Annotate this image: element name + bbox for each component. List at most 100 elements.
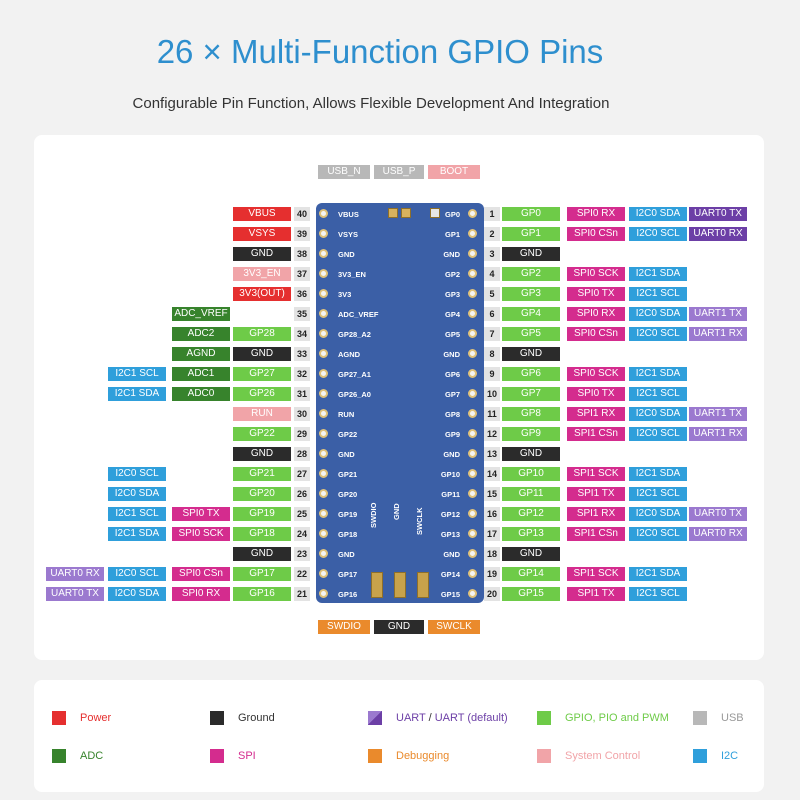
- board-pin-label: GP4: [444, 310, 460, 319]
- pin-number: 16: [484, 507, 500, 521]
- pin-function-label: GP21: [233, 467, 291, 481]
- pin-hole: [319, 229, 328, 238]
- pin-hole: [319, 569, 328, 578]
- legend-label: ADC: [80, 750, 104, 762]
- swclk-connector: [417, 572, 429, 598]
- pin-function-label: SPI1 RX: [567, 507, 625, 521]
- pin-function-label: UART1 RX: [689, 327, 747, 341]
- pin-function-label: GP27: [233, 367, 291, 381]
- pin-function-label: I2C0 SDA: [629, 207, 687, 221]
- pin-hole: [319, 469, 328, 478]
- board-pin-label: GP13: [440, 530, 460, 539]
- pin-function-label: I2C0 SDA: [108, 587, 166, 601]
- board-pin-label: GP22: [338, 430, 358, 439]
- board-pin-label: GP11: [441, 490, 460, 499]
- board-pin-label: VBUS: [338, 210, 359, 219]
- board-pin-label: ADC_VREF: [338, 310, 379, 319]
- pin-number: 17: [484, 527, 500, 541]
- board-pin-label: VSYS: [338, 230, 359, 239]
- pin-function-label: GND: [502, 347, 560, 361]
- pin-hole: [319, 249, 328, 258]
- board-pin-label: GP19: [338, 510, 358, 519]
- board-pin-label: GP5: [444, 330, 460, 339]
- pin-function-label: 3V3_EN: [233, 267, 291, 281]
- pin-function-label: I2C0 SCL: [629, 227, 687, 241]
- board-pin-label: GP1: [444, 230, 460, 239]
- pin-hole: [319, 489, 328, 498]
- pin-hole: [468, 449, 477, 458]
- pin-function-label: GP11: [502, 487, 560, 501]
- board-pin-label: GP18: [338, 530, 358, 539]
- pin-function-label: UART0 RX: [689, 527, 747, 541]
- pin-hole: [468, 249, 477, 258]
- pin-function-label: GND: [502, 547, 560, 561]
- legend-label: Debugging: [396, 750, 450, 762]
- board-pin-label: GP10: [440, 470, 460, 479]
- legend-label: USB: [721, 712, 744, 724]
- pin-number: 15: [484, 487, 500, 501]
- gnd-connector: [394, 572, 406, 598]
- pin-hole: [319, 349, 328, 358]
- board-pin-label: AGND: [338, 350, 361, 359]
- pin-function-label: UART1 TX: [689, 307, 747, 321]
- swdio-connector: [371, 572, 383, 598]
- legend-label: Power: [80, 712, 112, 724]
- pin-function-label: GND: [233, 547, 291, 561]
- pin-function-label: GND: [233, 447, 291, 461]
- pin-function-label: GP20: [233, 487, 291, 501]
- pin-number: 25: [294, 507, 310, 521]
- pin-hole: [319, 329, 328, 338]
- pin-hole: [468, 269, 477, 278]
- page-title: 26 × Multi-Function GPIO Pins: [156, 33, 604, 70]
- pin-function-label: I2C0 SDA: [629, 507, 687, 521]
- pin-function-label: GND: [233, 347, 291, 361]
- pin-number: 11: [484, 407, 500, 421]
- board-pin-label: GP15: [440, 590, 460, 599]
- pin-hole: [468, 409, 477, 418]
- pin-function-label: SPI1 RX: [567, 407, 625, 421]
- board-pin-label: RUN: [338, 410, 355, 419]
- pin-number: 1: [484, 207, 500, 221]
- board-pin-label: 3V3_EN: [338, 270, 366, 279]
- pin-number: 4: [484, 267, 500, 281]
- pin-function-label: GP28: [233, 327, 291, 341]
- pin-function-label: GP2: [502, 267, 560, 281]
- board-pin-label: GP26_A0: [338, 390, 371, 399]
- pin-hole: [319, 529, 328, 538]
- pin-function-label: ADC2: [172, 327, 230, 341]
- pin-hole: [468, 309, 477, 318]
- pin-hole: [319, 369, 328, 378]
- boot-pad: [430, 208, 440, 218]
- pin-hole: [468, 289, 477, 298]
- pin-function-label: GP13: [502, 527, 560, 541]
- pin-function-label: UART1 RX: [689, 427, 747, 441]
- pin-function-label: SPI0 SCK: [567, 367, 625, 381]
- pin-function-label: I2C1 SCL: [629, 387, 687, 401]
- pin-function-label: ADC1: [172, 367, 230, 381]
- board-pin-label: GP16: [338, 590, 358, 599]
- usb-p-pad: [401, 208, 411, 218]
- pin-function-label: SPI0 RX: [567, 307, 625, 321]
- pin-number: 22: [294, 567, 310, 581]
- pin-function-label: GP4: [502, 307, 560, 321]
- board-pin-label: GP21: [338, 470, 358, 479]
- legend-label: SPI: [238, 750, 256, 762]
- board-pin-label: GP17: [338, 570, 358, 579]
- pin-function-label: UART1 TX: [689, 407, 747, 421]
- pin-function-label: UART0 RX: [689, 227, 747, 241]
- pin-function-label: SPI0 SCK: [172, 527, 230, 541]
- pin-function-label: I2C1 SDA: [629, 367, 687, 381]
- pin-number: 40: [294, 207, 310, 221]
- pin-function-label: SPI0 CSn: [567, 227, 625, 241]
- pin-hole: [468, 229, 477, 238]
- pin-function-label: GP10: [502, 467, 560, 481]
- pin-number: 33: [294, 347, 310, 361]
- pin-function-label: ADC_VREF: [172, 307, 230, 321]
- legend-swatch: [368, 711, 382, 725]
- board-pin-label: GND: [443, 250, 460, 259]
- board-pin-label: GND: [338, 250, 355, 259]
- pin-number: 32: [294, 367, 310, 381]
- pin-function-label: GP16: [233, 587, 291, 601]
- pin-number: 18: [484, 547, 500, 561]
- pin-function-label: UART0 TX: [46, 587, 104, 601]
